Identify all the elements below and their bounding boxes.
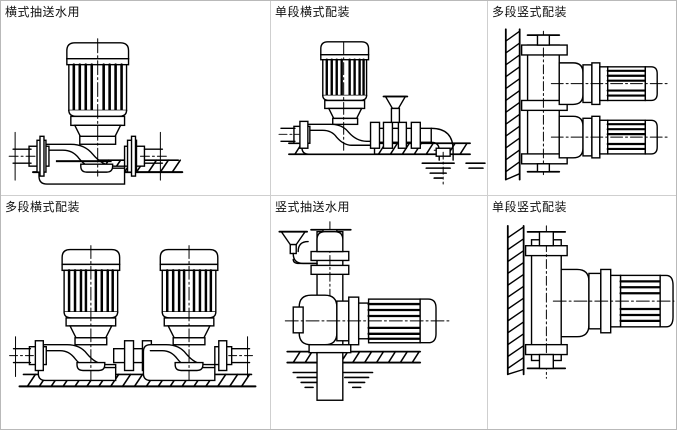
suction-pipe-left <box>278 120 311 149</box>
panel-horizontal-suction-delivery: 横式抽送水用 <box>1 1 271 196</box>
panel-multi-stage-vertical-mount: 多段竖式配装 <box>488 1 676 196</box>
ground-hatch-icon <box>286 350 422 364</box>
panel-single-stage-vertical-mount: 单段竖式配装 <box>488 196 676 429</box>
panel-6-caption: 单段竖式配装 <box>492 200 568 214</box>
panel-5-illustration <box>271 196 487 429</box>
funnel-icon <box>278 230 318 265</box>
coupling-lantern <box>324 99 366 126</box>
pump-unit-upper <box>550 62 669 106</box>
panel-3-caption: 多段竖式配装 <box>492 5 568 19</box>
panel-3-illustration <box>488 1 676 195</box>
panel-4-caption: 多段横式配装 <box>5 200 81 214</box>
pump-unit-lower <box>550 115 669 159</box>
panel-2-caption: 单段横式配装 <box>275 5 351 19</box>
discharge-pipe-right <box>123 131 167 181</box>
funnel-icon <box>382 95 409 124</box>
pump-unit-left <box>9 245 121 382</box>
panel-5-caption: 竖式抽送水用 <box>275 200 351 214</box>
panel-1-illustration <box>1 1 270 195</box>
riser-pipe <box>520 30 568 177</box>
panel-4-illustration <box>1 196 270 429</box>
panel-multi-stage-horizontal-mount: 多段横式配装 <box>1 196 271 429</box>
base-plate <box>308 344 352 401</box>
pump-unit <box>552 268 675 338</box>
wall-hatch-icon <box>504 28 521 181</box>
panel-vertical-suction-delivery: 竖式抽送水用 <box>271 196 488 429</box>
pump-unit-right <box>142 245 254 382</box>
panel-single-stage-horizontal-mount: 单段横式配装 <box>271 1 488 196</box>
riser-pipe <box>524 225 568 379</box>
suction-pipe-left <box>8 131 50 181</box>
panel-6-illustration <box>488 196 676 429</box>
panel-1-caption: 横式抽送水用 <box>5 5 81 19</box>
vertical-motor-icon <box>320 41 370 102</box>
discharge-pipe-run <box>369 95 454 185</box>
pump-casing-horizontal <box>284 294 451 346</box>
pump-casing <box>301 123 376 155</box>
wall-hatch-icon <box>506 225 525 376</box>
water-level-icon <box>421 162 486 179</box>
panel-2-illustration <box>271 1 487 195</box>
